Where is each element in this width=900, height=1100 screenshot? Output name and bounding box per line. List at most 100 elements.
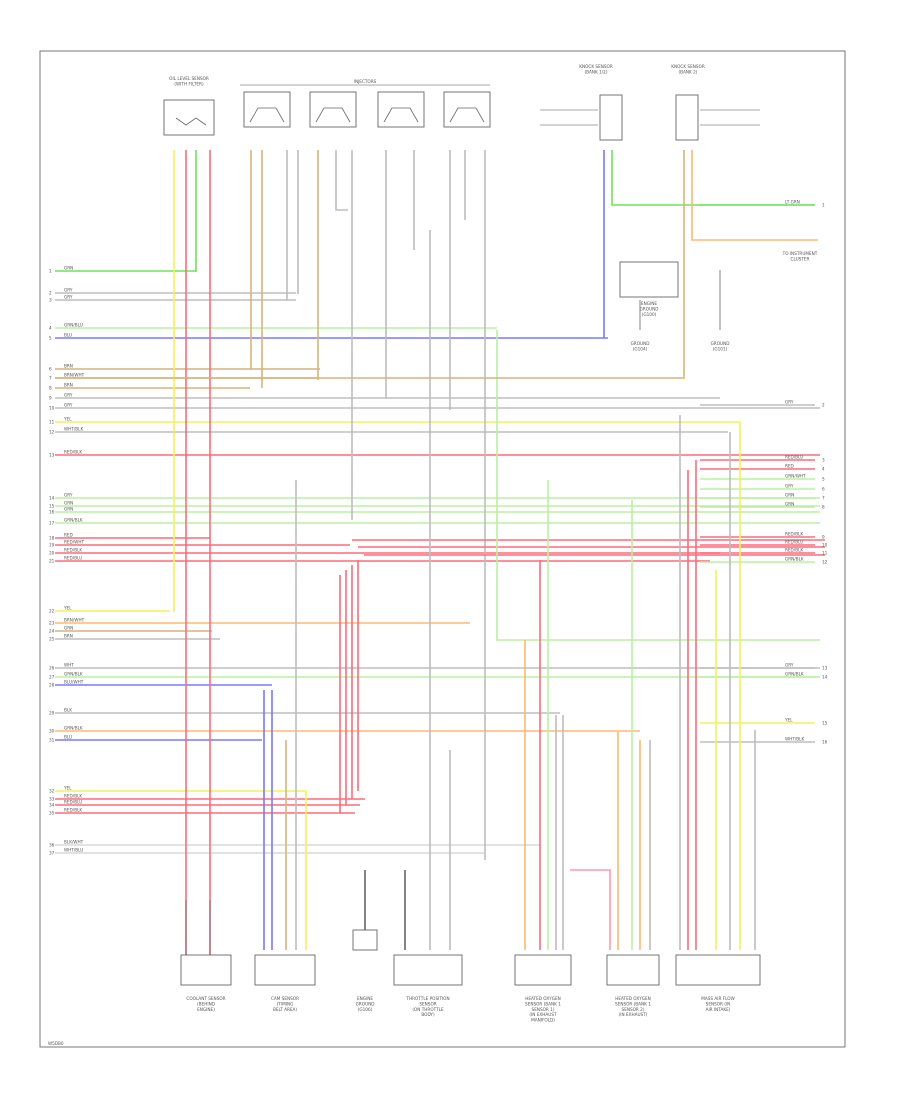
bottom-component-label: MASS AIR FLOW bbox=[701, 996, 735, 1001]
right-wire-label: GRY bbox=[785, 484, 794, 489]
knock-sensor-a-label: KNOCK SENSOR bbox=[579, 64, 613, 69]
oil-level-sensor-label: OIL LEVEL SENSOR bbox=[169, 76, 209, 81]
left-wire-pin: 28 bbox=[49, 683, 55, 688]
left-wire-label: RED/BLK bbox=[64, 548, 82, 553]
injector-2 bbox=[309, 91, 357, 128]
left-wire-label: YEL bbox=[63, 606, 72, 611]
left-wire-pin: 36 bbox=[49, 843, 55, 848]
right-wire-pin: 5 bbox=[822, 477, 825, 482]
left-wire-label: WHT bbox=[64, 663, 74, 668]
sensor-symbol bbox=[175, 117, 207, 126]
left-wire-pin: 18 bbox=[49, 536, 55, 541]
knock-sensor-a-label: (BANK 1/2) bbox=[585, 69, 608, 74]
bottom-component bbox=[393, 954, 463, 986]
ground-a-label: (G104) bbox=[633, 346, 648, 351]
left-wire-pin: 5 bbox=[49, 336, 52, 341]
vertical-wire bbox=[55, 150, 685, 379]
vertical-wire bbox=[570, 869, 611, 950]
wire-layer bbox=[55, 150, 825, 960]
left-wire-label: WHT/BLU bbox=[64, 848, 83, 853]
left-wire-label: RED/BLK bbox=[64, 794, 82, 799]
left-wire-label: GRY bbox=[64, 295, 73, 300]
left-wire-label: RED/BLK bbox=[64, 808, 82, 813]
ground-b-label: (G101) bbox=[713, 346, 728, 351]
left-wire-pin: 21 bbox=[49, 559, 55, 564]
bottom-component bbox=[254, 954, 316, 986]
vertical-wire bbox=[611, 150, 815, 206]
left-wire-pin: 1 bbox=[49, 269, 52, 274]
injector-1 bbox=[243, 91, 291, 128]
bottom-component-label: (G106) bbox=[358, 1007, 373, 1012]
injector-4-coil bbox=[449, 107, 485, 123]
bottom-component-label: (TIMING bbox=[277, 1001, 294, 1006]
left-wire-label: GRN/BLK bbox=[64, 518, 83, 523]
left-wire-label: GRN/BLK bbox=[64, 726, 83, 731]
right-wire-pin: 2 bbox=[822, 403, 825, 408]
bottom-component-label: CAM SENSOR bbox=[271, 996, 299, 1001]
injector-3 bbox=[377, 91, 425, 128]
left-wire-pin: 24 bbox=[49, 629, 55, 634]
bottom-component-label: (BEHIND bbox=[197, 1001, 215, 1006]
bottom-component-label: SENSOR bbox=[419, 1001, 436, 1006]
left-wire-pin: 25 bbox=[49, 637, 55, 642]
bottom-component-label: (IN EXHAUST bbox=[529, 1012, 557, 1017]
left-wire-label: RED/BLU bbox=[64, 800, 82, 805]
left-wire-pin: 35 bbox=[49, 811, 55, 816]
vertical-wire bbox=[496, 330, 820, 641]
right-wire-label: RED/BLU bbox=[785, 540, 803, 545]
left-wire-pin: 23 bbox=[49, 621, 55, 626]
bottom-component-label: GROUND bbox=[356, 1001, 375, 1006]
left-wire-pin: 31 bbox=[49, 738, 55, 743]
bottom-component-label: SENSOR (BANK 1 bbox=[615, 1001, 651, 1006]
left-wire-pin: 4 bbox=[49, 326, 52, 331]
left-wire-pin: 17 bbox=[49, 521, 55, 526]
right-wire-pin: 9 bbox=[822, 535, 825, 540]
left-wire-pin: 3 bbox=[49, 298, 52, 303]
bottom-component-label: (ON THROTTLE bbox=[412, 1007, 444, 1012]
knock-shield bbox=[540, 109, 598, 126]
bottom-component-label: THROTTLE POSITION bbox=[405, 996, 449, 1001]
ground-b-label: GROUND bbox=[711, 341, 730, 346]
bottom-component-label: SENSOR (IN bbox=[706, 1001, 731, 1006]
right-wire-label: WHT/BLK bbox=[785, 737, 804, 742]
knock-shield bbox=[700, 109, 760, 126]
bottom-component-label: HEATED OXYGEN bbox=[615, 996, 651, 1001]
left-wire-pin: 19 bbox=[49, 543, 55, 548]
left-wire-label: RED/BLU bbox=[64, 556, 82, 561]
engine-module-label: (G100) bbox=[642, 312, 657, 317]
right-wire-label: YEL bbox=[784, 718, 793, 723]
left-wire-pin: 13 bbox=[49, 453, 55, 458]
ground-lead bbox=[639, 270, 721, 330]
bottom-component-label: (IN EXHAUST) bbox=[619, 1012, 648, 1017]
right-wire-pin: 13 bbox=[822, 666, 828, 671]
left-wire-pin: 2 bbox=[49, 291, 52, 296]
left-wire-label: GRN bbox=[64, 501, 73, 506]
component-layer bbox=[163, 84, 761, 986]
bottom-component-label: COOLANT SENSOR bbox=[186, 996, 225, 1001]
left-wire-pin: 11 bbox=[49, 420, 55, 425]
knock-sensor-a bbox=[599, 94, 623, 141]
left-wire-label: GRY bbox=[64, 493, 73, 498]
left-wire-label: GRN bbox=[64, 626, 73, 631]
bottom-component-label: AIR INTAKE) bbox=[706, 1007, 731, 1012]
left-wire-pin: 26 bbox=[49, 666, 55, 671]
left-wire-pin: 29 bbox=[49, 711, 55, 716]
left-wire-pin: 7 bbox=[49, 376, 52, 381]
right-wire-label: GRN/BLK bbox=[785, 557, 804, 562]
left-wire-pin: 16 bbox=[49, 510, 55, 515]
bottom-component-label: MANIFOLD) bbox=[531, 1018, 555, 1023]
knock-sensor-b bbox=[675, 94, 699, 141]
right-wire-label: GRN bbox=[785, 502, 794, 507]
left-wire-pin: 8 bbox=[49, 386, 52, 391]
left-wire-pin: 27 bbox=[49, 675, 55, 680]
injector-3-coil bbox=[383, 107, 419, 123]
left-wire-pin: 10 bbox=[49, 406, 55, 411]
left-wire-label: GRN bbox=[64, 507, 73, 512]
left-wire-label: RED/WHT bbox=[64, 540, 84, 545]
instrument-cluster-label: TO INSTRUMENT bbox=[782, 251, 818, 256]
right-wire-pin: 4 bbox=[822, 467, 825, 472]
bottom-component-label: SENSOR (BANK 1 bbox=[525, 1001, 561, 1006]
left-wire-pin: 33 bbox=[49, 797, 55, 802]
vertical-wire bbox=[691, 150, 818, 241]
bottom-component-label: SENSOR 1) bbox=[532, 1007, 555, 1012]
